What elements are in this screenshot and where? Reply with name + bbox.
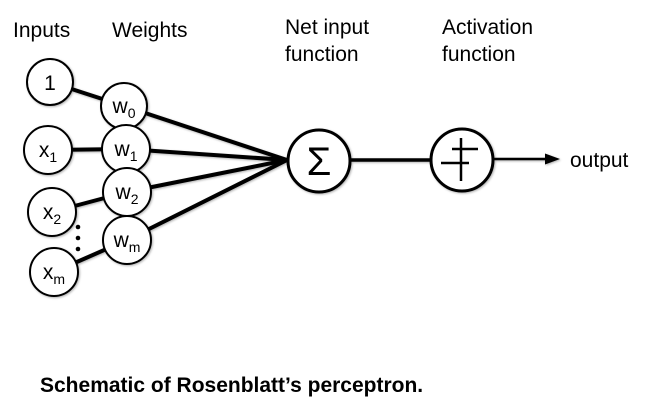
inputs-column-label: Inputs (13, 19, 70, 42)
weight-node-w0-label: w0 (112, 95, 136, 121)
edge-w2-sum (126, 158, 288, 194)
weight-node-wm-circle (102, 215, 152, 265)
connector-lines (47, 80, 288, 274)
output-arrowhead-icon (545, 153, 560, 165)
ellipsis-dot (75, 224, 81, 230)
activation-label-line2: function (442, 43, 516, 66)
figure-caption: Schematic of Rosenblatt’s perceptron. (40, 374, 424, 397)
ellipsis-dot (75, 246, 81, 252)
weight-node-w2-label: w2 (115, 181, 139, 207)
column-headers: Inputs Weights Net input function Activa… (13, 16, 533, 66)
input-node-x1-circle (23, 125, 73, 175)
sum-node-circle (286, 128, 352, 194)
output-label: output (570, 149, 629, 172)
weight-nodes (100, 82, 152, 265)
weights-column-label: Weights (112, 19, 187, 42)
edge-w1-sum (125, 147, 288, 162)
input-node-x1-label: x1 (39, 139, 58, 165)
input-node-bias-circle (26, 58, 74, 106)
output-arrow (493, 153, 560, 165)
sum-sigma-glyph: Σ (307, 140, 332, 184)
weight-node-wm-label: wm (113, 229, 141, 255)
ellipsis-dot (75, 235, 81, 241)
edge-wm-sum (126, 158, 288, 242)
input-node-x2-circle (27, 187, 77, 237)
edge-w0-sum (123, 104, 288, 162)
node-labels: 1 x1 x2 xm w0 w1 w2 wm Σ output (39, 72, 629, 287)
input-nodes (23, 58, 79, 297)
step-function-icon (441, 138, 478, 181)
input-node-xm-circle (29, 247, 79, 297)
input-node-x2-label: x2 (43, 201, 62, 227)
net-input-label-line1: Net input (285, 16, 369, 39)
weight-node-w1-label: w1 (114, 138, 138, 164)
input-node-bias-label: 1 (44, 72, 56, 95)
activation-node (429, 127, 495, 193)
vertical-ellipsis-icon (75, 224, 81, 252)
net-input-label-line2: function (285, 43, 359, 66)
input-node-xm-label: xm (43, 261, 65, 287)
activation-label-line1: Activation (442, 16, 533, 39)
